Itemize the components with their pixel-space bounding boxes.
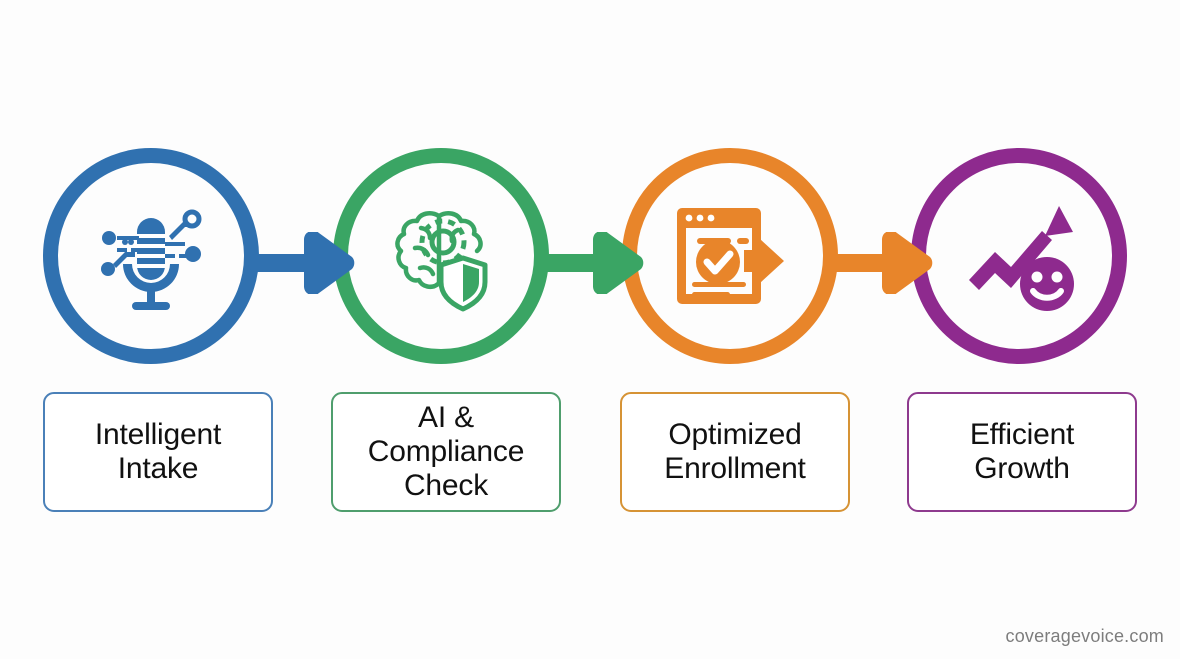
watermark-text: coveragevoice.com	[1005, 626, 1164, 646]
step-label-box-intelligent-intake[interactable]: Intelligent Intake	[43, 392, 273, 512]
step-label-text: Optimized Enrollment	[664, 417, 806, 485]
document-check-arrow-icon	[660, 186, 800, 326]
process-step-ai-compliance-check[interactable]	[333, 148, 549, 364]
step-label-box-ai-compliance-check[interactable]: AI & Compliance Check	[331, 392, 561, 512]
step-label-box-optimized-enrollment[interactable]: Optimized Enrollment	[620, 392, 850, 512]
step-label-text: Intelligent Intake	[94, 417, 222, 485]
arrow-right-icon	[826, 230, 933, 296]
process-step-optimized-enrollment[interactable]	[622, 148, 838, 364]
connector-arrow-2-3	[537, 230, 649, 296]
connector-arrow-1-2	[248, 230, 360, 296]
microphone-network-icon	[81, 186, 221, 326]
step-circle-4	[911, 148, 1127, 364]
step-circle-3	[622, 148, 838, 364]
process-step-efficient-growth[interactable]	[911, 148, 1127, 364]
connector-arrow-3-4	[826, 230, 938, 296]
arrow-right-icon	[537, 230, 644, 296]
step-label-text: AI & Compliance Check	[367, 400, 525, 503]
growth-arrow-smiley-icon	[949, 186, 1089, 326]
brain-gear-shield-icon	[371, 186, 511, 326]
step-label-text: Efficient Growth	[969, 417, 1075, 485]
step-labels-row: Intelligent Intake AI & Compliance Check…	[0, 392, 1180, 514]
arrow-right-icon	[248, 230, 355, 296]
process-flow-row	[0, 148, 1180, 376]
step-circle-2	[333, 148, 549, 364]
step-circle-1	[43, 148, 259, 364]
process-step-intelligent-intake[interactable]	[43, 148, 259, 364]
step-label-box-efficient-growth[interactable]: Efficient Growth	[907, 392, 1137, 512]
